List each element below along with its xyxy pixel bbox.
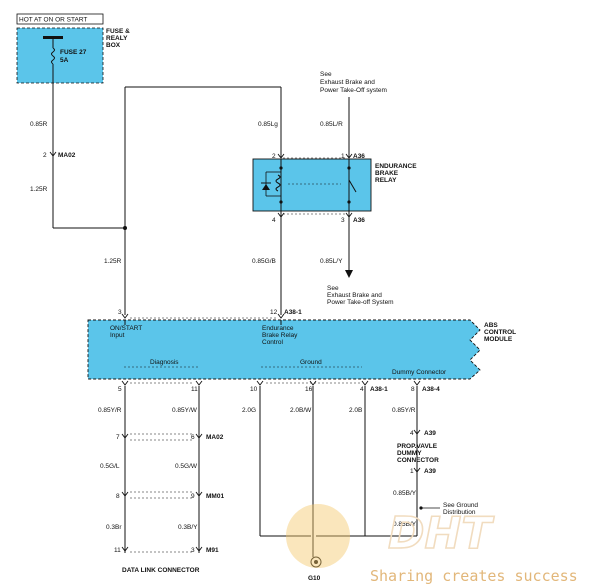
wire-label-20bw: 2.0B/W [290,407,312,414]
connector-chevron-icon [49,151,57,157]
prop-valve-3: CONNECTOR [397,457,439,464]
connector-a36-top: A36 [353,153,365,160]
mm01-pin-8: 8 [116,493,120,500]
ma02-pin: 2 [43,152,47,159]
watermark-logo: DHT [388,508,494,559]
a39-pin-1: 1 [410,468,414,475]
wire-label-085r: 0.85R [30,121,48,128]
wire-label-03br: 0.3Br [106,524,122,531]
connector-a39-top: A39 [424,430,436,437]
abs-on-start-2: Input [110,332,125,339]
abs-pin-8: 8 [411,386,415,393]
abs-control-module [87,319,481,380]
relay-switch-icon [348,179,357,193]
abs-pin-11: 11 [191,386,198,393]
connector-a39-bottom: A39 [424,468,436,475]
note-ground-2: Distribution [443,509,476,516]
connector-a38-1-top: A38-1 [284,309,302,316]
connector-mm01: MM01 [206,493,224,500]
abs-diagnosis: Diagnosis [150,359,179,366]
wire-label-03by: 0.3B/Y [178,524,198,531]
power-source-box [16,13,104,25]
wire-label-085by-b: 0.85B/Y [393,521,417,528]
wire-label-085lg: 0.85Lg [258,121,278,128]
abs-title-2: CONTROL [484,329,516,336]
relay-title-2: BRAKE [375,170,399,177]
fuse-box-title-2: REALY [106,35,128,42]
abs-ebr-2: Brake Relay [262,332,298,339]
splice-dot [123,226,127,230]
fuse-busbar [43,36,63,39]
relay-title-1: ENDURANCE [375,163,417,170]
relay-pin-3: 3 [341,217,345,224]
relay-pin-1: 1 [341,153,345,160]
fuse-symbol-icon [51,47,55,65]
connector-ma02-b: MA02 [206,434,224,441]
abs-pin-3: 3 [118,309,122,316]
wire-label-20b: 2.0B [349,407,362,414]
wire-label-05gw: 0.5G/W [175,463,198,470]
wire-label-085gb: 0.85G/B [252,258,276,265]
wire-label-125r-a: 1.25R [30,186,48,193]
connector-m91: M91 [206,547,219,554]
wire-label-085by-a: 0.85B/Y [393,490,417,497]
connector-a38-4: A38-4 [422,386,440,393]
wire-label-085ly: 0.85L/Y [320,258,343,265]
note-top-3: Power Take-Off system [320,87,387,94]
endurance-brake-relay [252,158,372,212]
abs-title-1: ABS [484,322,498,329]
relay-pin-2: 2 [272,153,276,160]
m91-pin-3: 3 [191,547,195,554]
relay-pin-4: 4 [272,217,276,224]
fuse-name: FUSE 27 [60,49,87,56]
abs-pin-5: 5 [118,386,122,393]
a39-pin-4: 4 [410,430,414,437]
ground-g10: G10 [308,575,321,582]
watermark-text: Sharing creates success [370,567,578,585]
ground-terminal-icon [310,556,322,568]
ma02-pin-6: 6 [191,434,195,441]
watermark-badge-icon [286,504,350,568]
abs-title-3: MODULE [484,336,513,343]
abs-ebr-3: Control [262,339,284,346]
mm01-pin-9: 9 [191,493,195,500]
abs-pin-10: 10 [250,386,258,393]
abs-on-start-1: ON/START [110,325,142,332]
data-link-connector-label: DATA LINK CONNECTOR [122,567,200,574]
fuse-box-title-1: FUSE & [106,28,130,35]
abs-pin-4: 4 [360,386,364,393]
power-source-label: HOT AT ON OR START [19,17,87,24]
ma02-pin-7: 7 [116,434,120,441]
wire-label-05gl: 0.5G/L [100,463,120,470]
prop-valve-2: DUMMY [397,450,422,457]
note-top-1: See [320,71,332,78]
note-top-2: Exhaust Brake and [320,79,375,86]
abs-pin-12: 12 [270,309,278,316]
wire-label-085yr-b: 0.85Y/R [392,407,416,414]
note-mid-3: Power Take-off System [327,299,394,306]
wire-label-20g: 2.0G [242,407,256,414]
abs-ebr-1: Endurance [262,325,294,332]
abs-dummy-connector: Dummy Connector [392,369,447,376]
m91-pin-11: 11 [114,547,121,554]
relay-coil-icon [275,174,281,192]
wire-label-085yw: 0.85Y/W [172,407,198,414]
fuse-box-title-3: BOX [106,42,121,49]
note-mid-1: See [327,285,339,292]
wire-label-125r-b: 1.25R [104,258,122,265]
wire-label-085yr-a: 0.85Y/R [98,407,122,414]
relay-title-3: RELAY [375,177,397,184]
abs-ground: Ground [300,359,322,366]
connector-a36-bottom: A36 [353,217,365,224]
wire-label-085lr: 0.85L/R [320,121,343,128]
note-mid-2: Exhaust Brake and [327,292,382,299]
abs-pin-16: 16 [305,386,313,393]
fuse-rating: 5A [60,57,69,64]
note-ground-1: See Ground [443,502,478,509]
connector-a38-1-bottom: A38-1 [370,386,388,393]
connector-ma02: MA02 [58,152,76,159]
prop-valve-1: PROP.VAVLE [397,443,438,450]
arrow-down-icon [345,270,353,278]
